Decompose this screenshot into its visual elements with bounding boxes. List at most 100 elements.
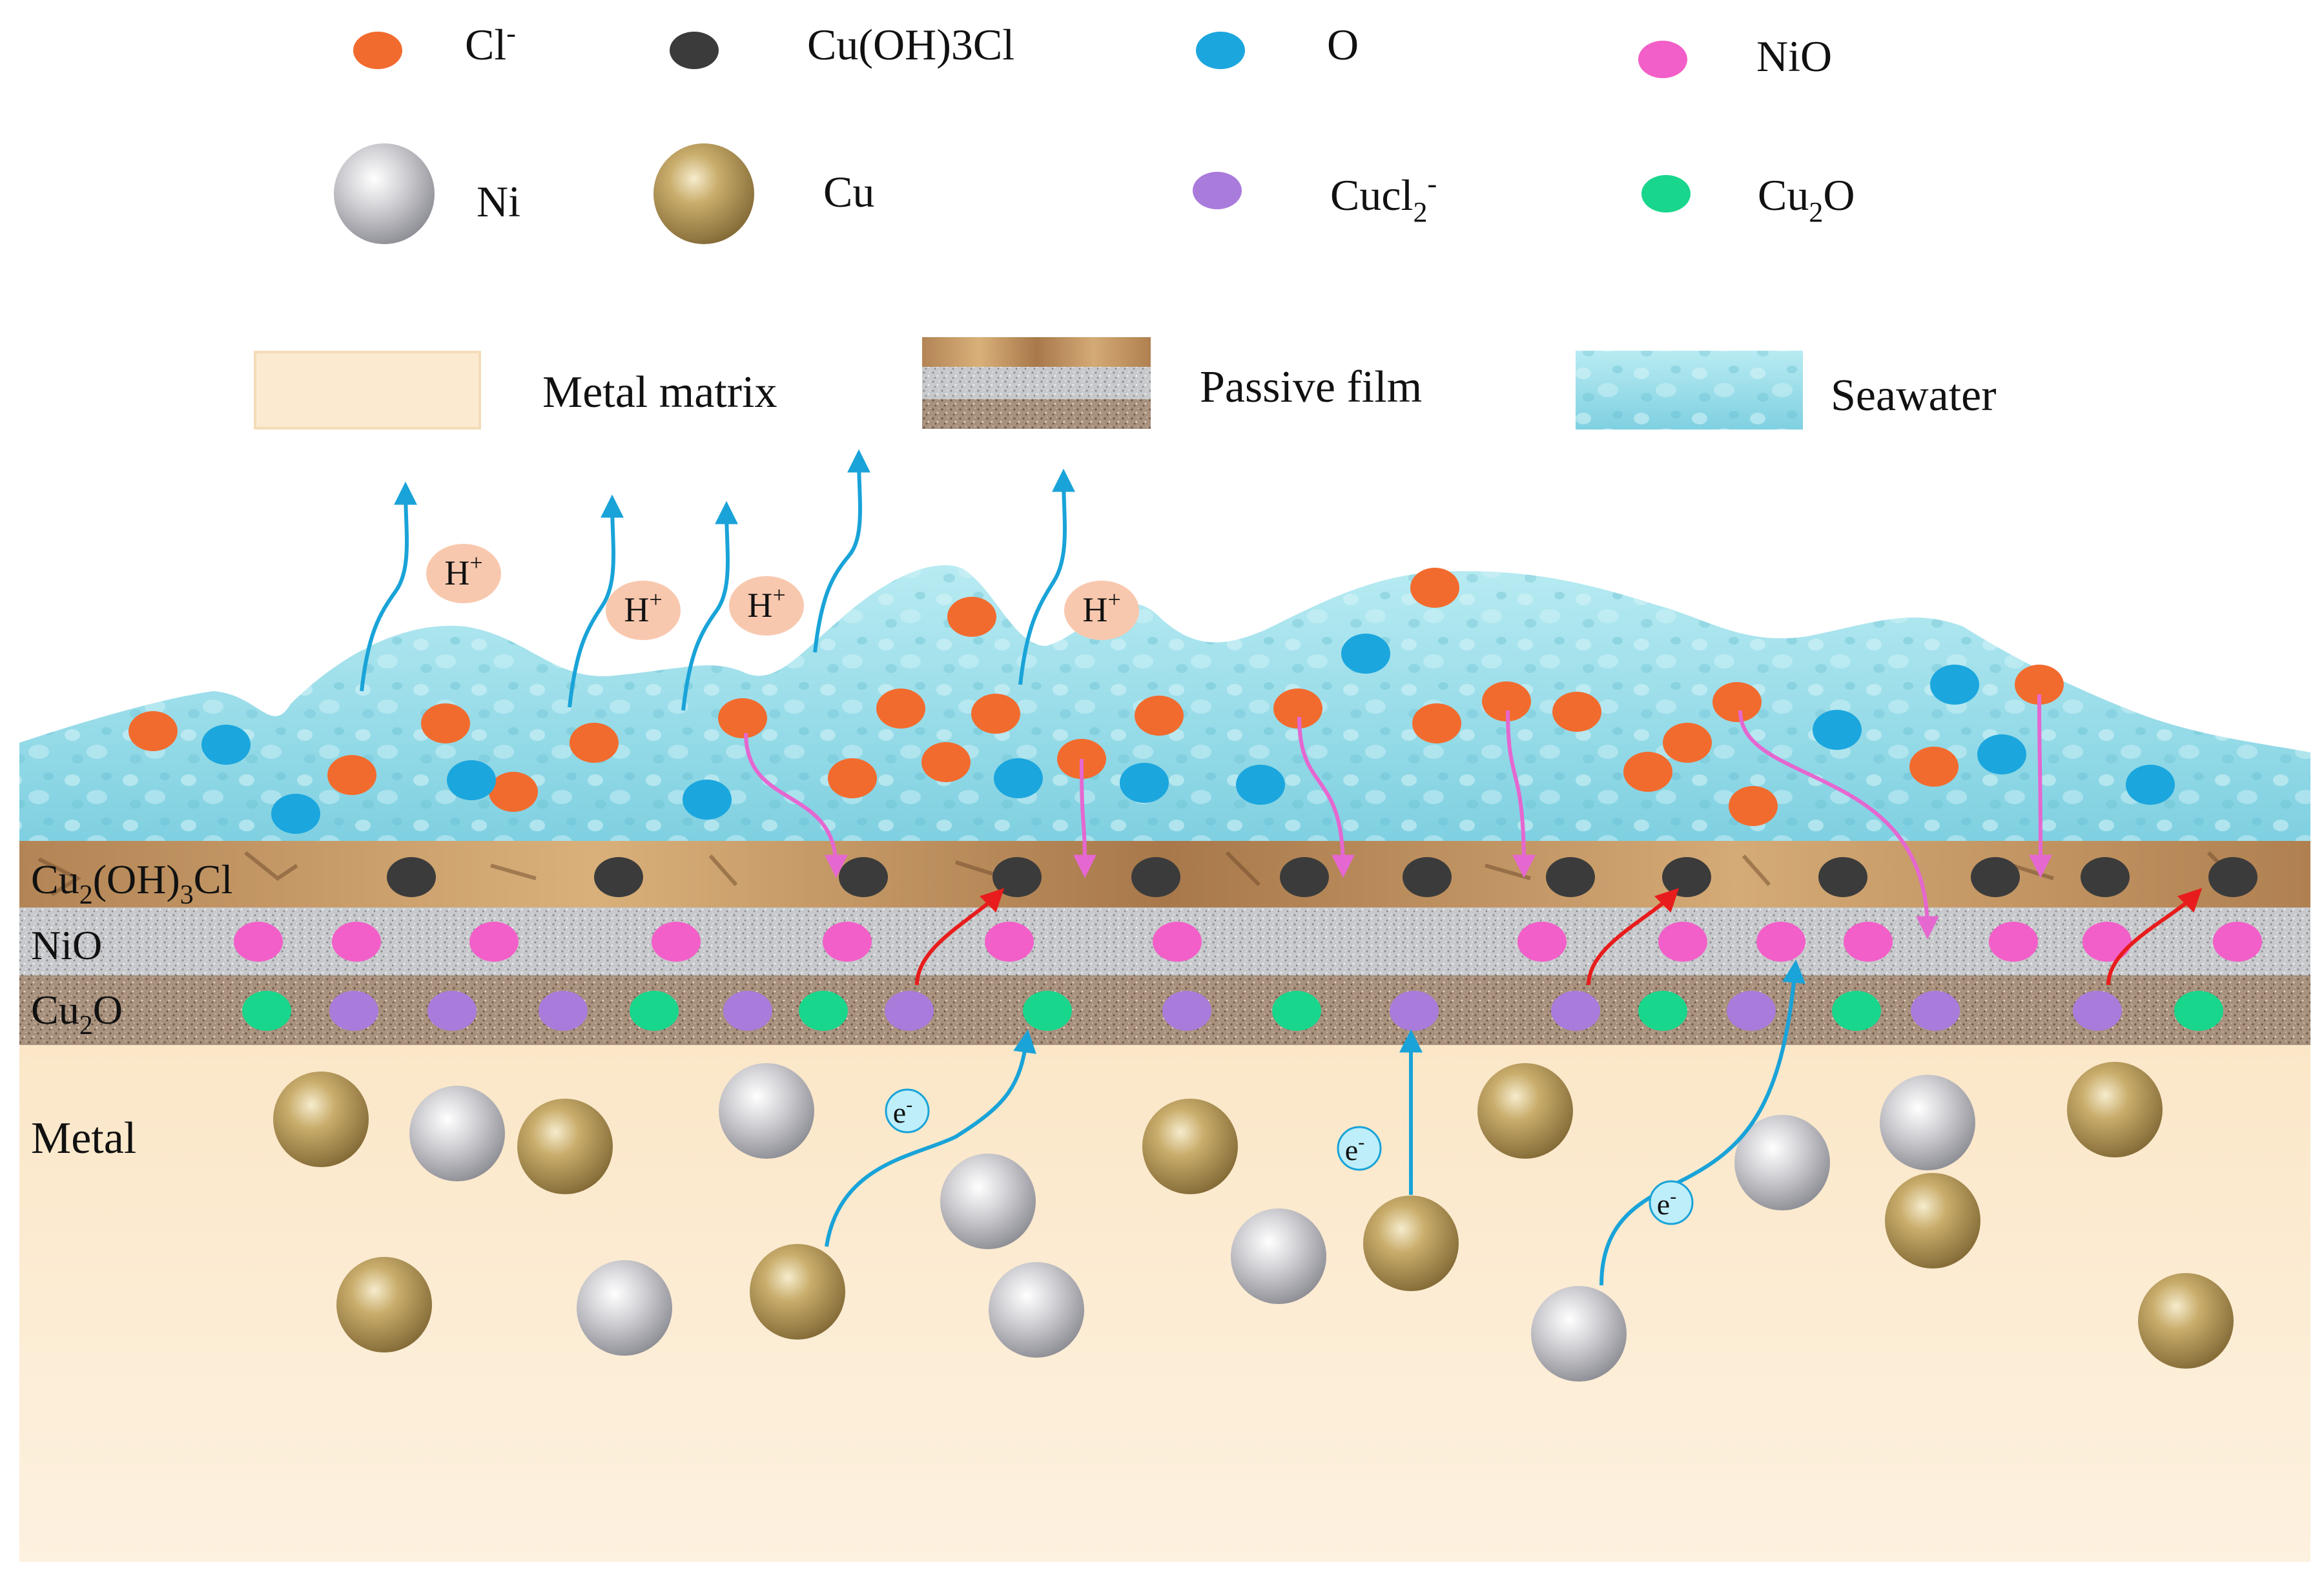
oxygen-atom xyxy=(683,780,732,820)
copper-atom xyxy=(273,1072,369,1167)
copper-atom xyxy=(336,1257,432,1352)
svg-text:H+: H+ xyxy=(624,586,662,629)
copper-atom xyxy=(750,1244,845,1340)
h-plus-escape-arrow xyxy=(1018,468,1076,685)
chloride-ion xyxy=(1552,692,1601,732)
chloride-ion xyxy=(1412,703,1461,743)
cl-ion-swatch xyxy=(353,32,402,69)
cu2oh3cl-particle xyxy=(1280,857,1329,897)
passive-film-swatch-bottom xyxy=(922,399,1151,429)
cu2oh3cl-layer-texture xyxy=(37,851,2243,896)
legend-item-cuoh3cl: Cu(OH)3Cl xyxy=(670,20,1014,69)
legend-label-seawater: Seawater xyxy=(1831,371,1997,420)
legend-label-cl: Cl- xyxy=(465,17,516,69)
electron: e- xyxy=(1649,1180,1694,1225)
cucl2-ion xyxy=(539,991,588,1031)
oxygen-swatch xyxy=(1196,32,1245,69)
cu2oh3cl-particle xyxy=(1546,857,1595,897)
oxygen-atom xyxy=(994,758,1043,798)
layer-label-metal: Metal xyxy=(31,1114,136,1163)
chloride-ion xyxy=(129,711,178,751)
cu2o-particle xyxy=(1638,991,1687,1031)
legend-item-metal-matrix: Metal matrix xyxy=(254,351,777,430)
cu2oh3cl-particle xyxy=(1131,857,1180,897)
oxygen-atom xyxy=(1236,765,1285,805)
chloride-ion xyxy=(947,597,996,637)
cucl2-ion xyxy=(2073,991,2122,1031)
chloride-ion xyxy=(1712,682,1762,722)
chloride-migration-arrow xyxy=(1297,716,1355,878)
legend-label-nio: NiO xyxy=(1756,32,1832,81)
svg-text:H+: H+ xyxy=(1082,586,1120,629)
chloride-ion xyxy=(327,755,376,795)
chloride-ion xyxy=(1273,689,1322,729)
cucl2-ion xyxy=(1911,991,1960,1031)
nickel-atom xyxy=(1231,1208,1326,1304)
chloride-migration-arrow xyxy=(1738,710,1939,940)
legend-item-o: O xyxy=(1196,20,1359,69)
nickel-atom xyxy=(940,1154,1036,1249)
cucl2-ion xyxy=(1551,991,1600,1031)
legend-label-metal-matrix: Metal matrix xyxy=(542,368,777,417)
layer-label-cu2o: Cu2O xyxy=(31,987,123,1041)
oxygen-atom xyxy=(1977,734,2026,774)
seawater-swatch-texture xyxy=(1576,351,1803,430)
oxygen-atom xyxy=(1120,763,1169,803)
chloride-ion xyxy=(570,723,619,763)
legend-label-cu: Cu xyxy=(823,167,874,216)
nio-particle xyxy=(652,922,701,962)
copper-atom xyxy=(1142,1099,1238,1194)
oxygen-atom xyxy=(447,760,496,800)
chloride-ion xyxy=(1410,568,1459,608)
reaction-arrow xyxy=(1587,887,1680,986)
legend-label-o: O xyxy=(1327,20,1359,69)
electron-transfer-arrow xyxy=(1599,959,1805,1286)
legend-label-passive-film: Passive film xyxy=(1200,362,1422,412)
chloride-ion xyxy=(489,772,538,812)
cu2o-particle xyxy=(630,991,679,1031)
nio-particle xyxy=(1153,922,1202,962)
cu2oh3cl-particle xyxy=(992,857,1042,897)
cucl2-ion xyxy=(427,991,477,1031)
copper-atom xyxy=(1885,1173,1980,1269)
nickel-atom xyxy=(1734,1115,1830,1210)
nio-particle xyxy=(2082,922,2132,962)
legend-label-cu2o: Cu2O xyxy=(1758,171,1855,228)
cu2oh3cl-particle xyxy=(594,857,643,897)
oxygen-atom xyxy=(271,794,320,834)
legend-item-seawater: Seawater xyxy=(1576,351,1997,430)
copper-atom xyxy=(2067,1062,2163,1157)
ni-atom-swatch xyxy=(334,143,435,244)
arrows xyxy=(360,449,2203,1286)
chloride-ion xyxy=(1482,681,1531,721)
nio-particle xyxy=(1756,922,1805,962)
legend-label-cuoh3cl: Cu(OH)3Cl xyxy=(807,20,1014,69)
legend-item-passive-film: Passive film xyxy=(922,337,1422,429)
passive-film-swatch-mid xyxy=(922,367,1151,399)
copper-atom xyxy=(1363,1196,1459,1291)
svg-text:H+: H+ xyxy=(444,550,482,592)
legend-materials: Metal matrix Passive film Seawater xyxy=(254,337,1997,430)
cu2o-particle xyxy=(1272,991,1321,1031)
metal-matrix-swatch xyxy=(254,351,481,430)
cucl2-ion xyxy=(1390,991,1439,1031)
nio-particle xyxy=(469,922,519,962)
svg-text:e-: e- xyxy=(1345,1132,1364,1166)
reaction-arrow xyxy=(915,887,1005,986)
cucl2-ion xyxy=(329,991,378,1031)
cucl2-ion xyxy=(1162,991,1211,1031)
nickel-atom xyxy=(409,1086,505,1181)
copper-atom xyxy=(2138,1273,2234,1369)
svg-text:e-: e- xyxy=(1657,1186,1676,1221)
chloride-migration-arrow xyxy=(2028,694,2052,878)
chloride-ion xyxy=(1663,723,1712,763)
reaction-arrow xyxy=(2106,887,2203,986)
cu2oh3cl-particle xyxy=(387,857,436,897)
h-plus-ion: H+ xyxy=(1064,581,1139,640)
nio-particle xyxy=(2213,922,2262,962)
electron-labels: e- e- e- xyxy=(885,1088,1694,1225)
chloride-ion xyxy=(1909,747,1959,787)
oxygen-atom xyxy=(1341,634,1390,674)
svg-text:e-: e- xyxy=(893,1094,912,1129)
